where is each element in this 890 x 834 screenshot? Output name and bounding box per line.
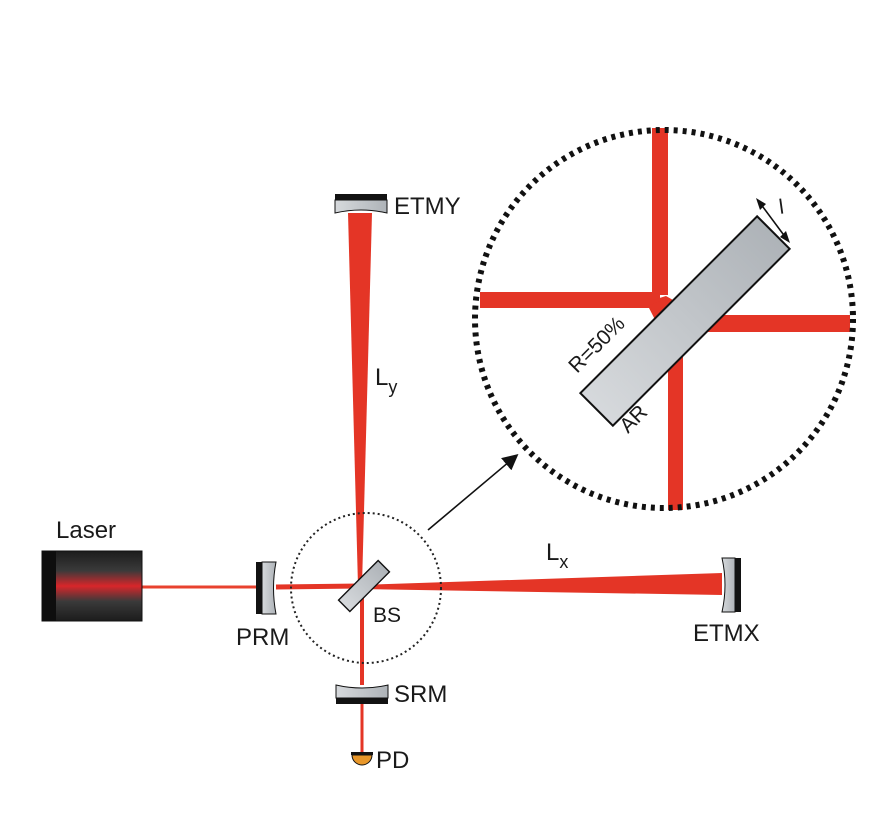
srm-mirror-icon [335,684,389,704]
recycling-beam [275,583,361,590]
inset-beam-top [652,128,668,295]
bs-zoom-region [290,512,442,664]
prm-label: PRM [236,624,289,651]
bs-label: BS [373,604,401,627]
inset-beam-bottom [668,344,683,510]
x-arm-beam [360,573,722,595]
zoom-inset: l R=50% AR [472,127,856,511]
zoom-arrow-icon [427,453,519,531]
etmy-label: ETMY [394,193,461,220]
laser-source-icon [41,550,143,622]
y-arm-beam [348,213,372,586]
etmx-label: ETMX [693,620,760,647]
inset-boundary [472,127,856,511]
ly-label: Ly [375,364,397,397]
thickness-label: l [777,196,785,219]
srm-label: SRM [394,681,447,708]
etmy-mirror-icon [334,194,388,214]
photodiode-icon [351,752,373,766]
etmx-mirror-icon [721,557,741,613]
prm-mirror-icon [256,561,277,615]
inset-beamsplitter-icon [578,214,792,428]
inset-beam-left [480,292,660,308]
thickness-arrow-icon [756,198,790,243]
beamsplitter-icon [337,559,391,613]
lx-label: Lx [546,539,568,572]
inset-beam-right [700,315,850,332]
laser-label: Laser [56,517,116,544]
pd-label: PD [376,747,409,774]
